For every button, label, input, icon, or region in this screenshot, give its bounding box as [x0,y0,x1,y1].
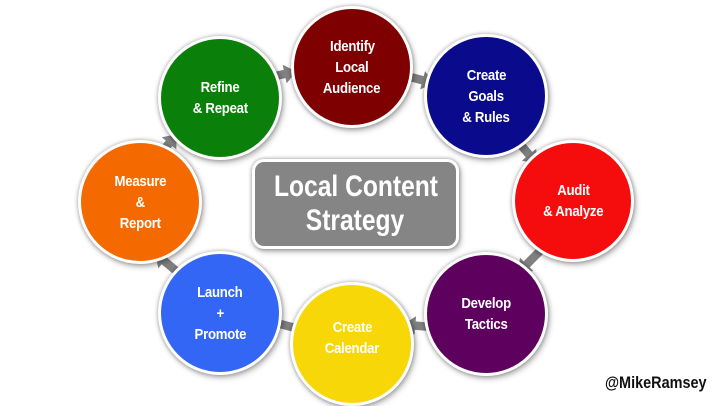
step-label-line: Goals [468,87,504,105]
step-label-line: + [216,304,224,322]
step-launch-promote: Launch + Promote [158,251,282,375]
center-title-line1: Local Content [273,170,438,203]
step-measure-report: Measure & Report [78,140,202,264]
step-label-line: Create [332,319,372,336]
step-label-line: Develop [461,295,511,312]
step-label-line: & Analyze [542,203,604,220]
step-label-line: Calendar [324,340,380,357]
step-audit-analyze: Audit & Analyze [512,140,634,262]
step-refine-repeat: Refine & Repeat [158,36,282,160]
step-label-line: Launch [197,283,243,301]
author-credit: @MikeRamsey [605,373,707,392]
step-label-line: Promote [194,325,246,343]
step-label-line: Refine [200,79,240,96]
step-label-line: Identify [329,37,375,55]
center-title-box: Local Content Strategy [252,159,459,249]
step-create-goals-rules: Create Goals & Rules [424,34,548,158]
step-develop-tactics: Develop Tactics [424,252,548,376]
step-label-line: & Repeat [192,100,248,117]
step-label-line: Create [466,66,506,84]
step-identify-local-audience: Identify Local Audience [291,6,413,128]
step-label-line: & [135,193,145,211]
step-create-calendar: Create Calendar [290,282,414,406]
step-label-line: Audience [323,79,381,97]
step-label-line: Tactics [464,316,508,333]
step-label-line: Measure [114,172,166,190]
center-title-line2: Strategy [306,204,405,237]
step-label-line: Local [335,58,369,76]
step-label-line: Report [119,214,161,232]
step-label-line: & Rules [462,108,510,126]
step-label-line: Audit [556,182,590,199]
